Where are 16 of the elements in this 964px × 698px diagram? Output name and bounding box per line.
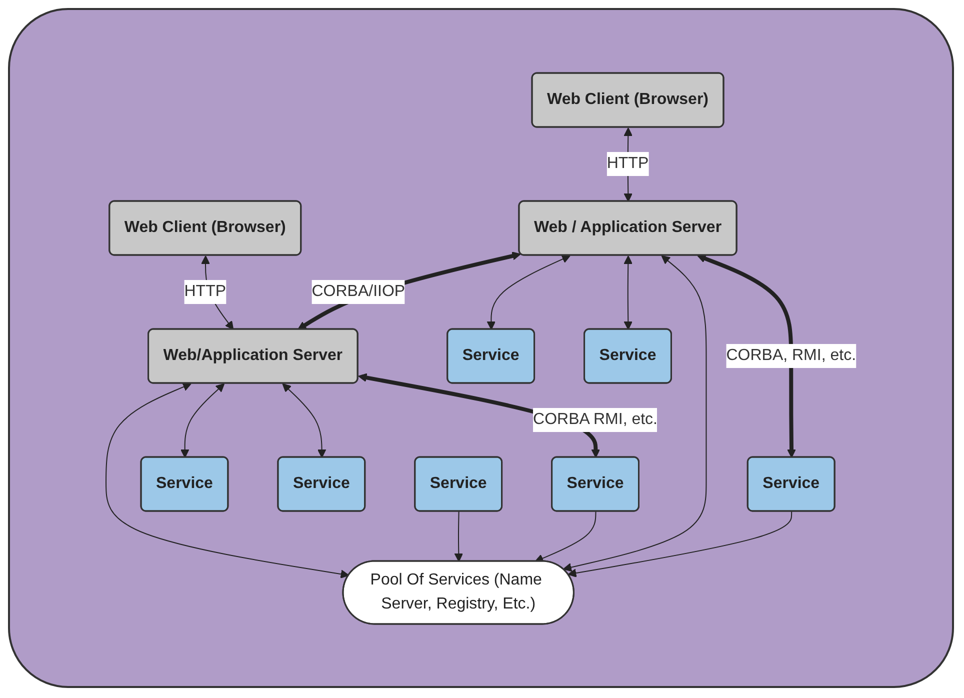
edge-label: CORBA RMI, etc. bbox=[533, 410, 658, 428]
arrow bbox=[298, 251, 521, 330]
edge-label: CORBA/IIOP bbox=[312, 282, 406, 300]
arrow bbox=[282, 382, 326, 458]
arrow bbox=[697, 254, 796, 458]
arrow bbox=[568, 510, 792, 577]
arrow bbox=[486, 254, 570, 330]
arrow bbox=[180, 382, 225, 458]
arrow bbox=[562, 254, 707, 572]
edge-label: CORBA, RMI, etc. bbox=[726, 346, 856, 364]
arrow bbox=[106, 382, 350, 578]
arrow bbox=[454, 510, 464, 562]
arrow bbox=[534, 510, 596, 562]
edge-label: HTTP bbox=[606, 154, 649, 172]
edge-label: HTTP bbox=[184, 282, 226, 300]
arrow bbox=[624, 255, 633, 330]
